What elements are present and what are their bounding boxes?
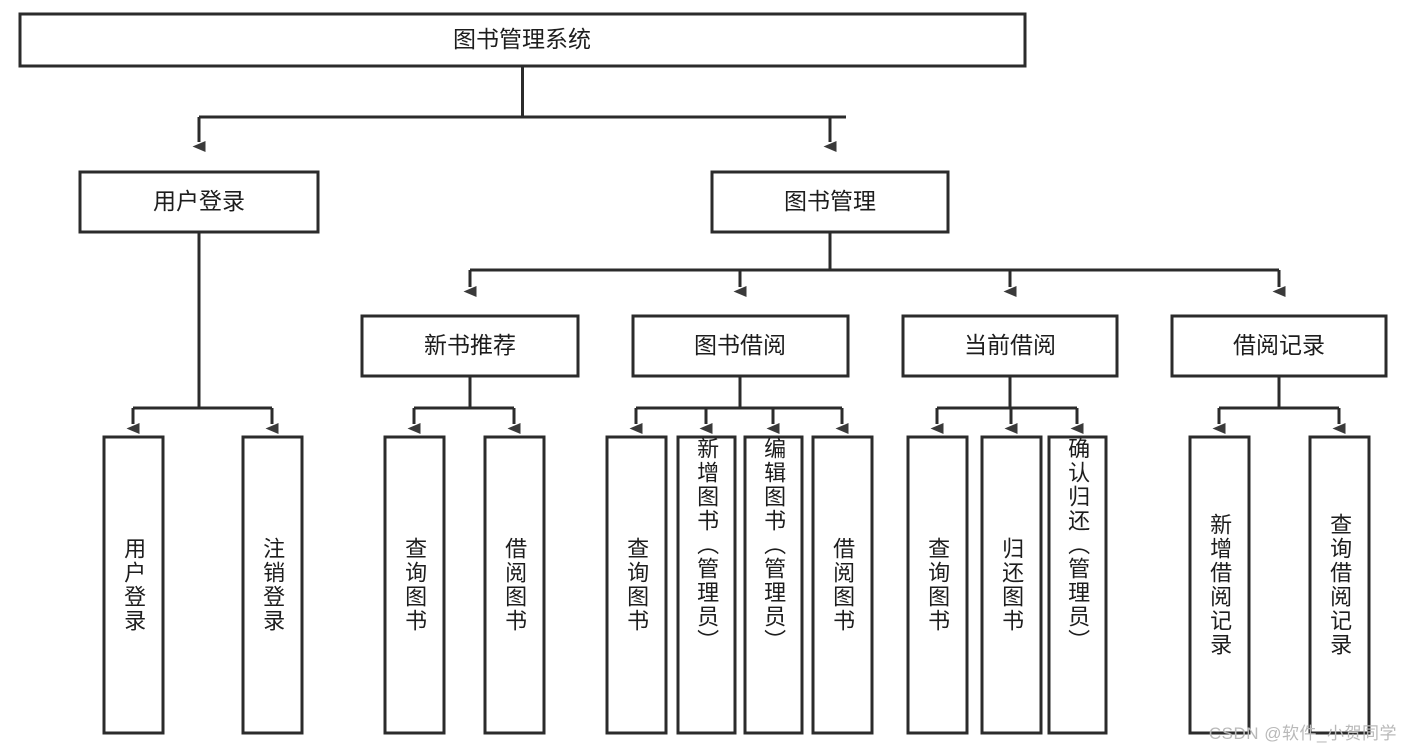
csdn-watermark: CSDN @软件_小贺同学 bbox=[1208, 724, 1397, 743]
node-current-borrow-box[interactable] bbox=[901, 314, 1119, 378]
node-user-login-box[interactable] bbox=[78, 170, 320, 234]
node-user-login-label: 用户登录 bbox=[153, 188, 245, 214]
node-borrow-record-box[interactable] bbox=[1170, 314, 1388, 378]
node-book-manage-label: 图书管理 bbox=[784, 188, 876, 214]
node-book-manage-box[interactable] bbox=[710, 170, 950, 234]
leaf-query-book-1-box[interactable] bbox=[383, 435, 446, 735]
leaf-query-book-3-box[interactable] bbox=[906, 435, 969, 735]
leaf-add-book-box[interactable] bbox=[676, 435, 737, 735]
node-root-box[interactable] bbox=[18, 12, 1027, 68]
node-root[interactable]: 图书管理系统 bbox=[18, 12, 1027, 68]
leaf-return-book-box[interactable] bbox=[980, 435, 1043, 735]
node-new-book-rec-box[interactable] bbox=[360, 314, 580, 378]
leaf-boxes bbox=[102, 435, 1371, 735]
node-book-borrow-box[interactable] bbox=[631, 314, 850, 378]
leaf-add-record-box[interactable] bbox=[1188, 435, 1251, 735]
leaf-user-logout-box[interactable] bbox=[241, 435, 304, 735]
node-current-borrow[interactable]: 当前借阅 bbox=[901, 314, 1119, 378]
node-book-borrow-label: 图书借阅 bbox=[694, 332, 786, 358]
leaf-borrow-book-1-box[interactable] bbox=[483, 435, 546, 735]
node-user-login[interactable]: 用户登录 bbox=[78, 170, 320, 234]
node-current-borrow-label: 当前借阅 bbox=[964, 332, 1056, 358]
node-book-borrow[interactable]: 图书借阅 bbox=[631, 314, 850, 378]
leaf-borrow-book-2-box[interactable] bbox=[811, 435, 874, 735]
leaf-edit-book-box[interactable] bbox=[743, 435, 804, 735]
node-new-book-rec-label: 新书推荐 bbox=[424, 332, 516, 358]
leaf-user-login-box[interactable] bbox=[102, 435, 165, 735]
node-borrow-record[interactable]: 借阅记录 bbox=[1170, 314, 1388, 378]
leaf-query-record-box[interactable] bbox=[1308, 435, 1371, 735]
node-book-manage[interactable]: 图书管理 bbox=[710, 170, 950, 234]
node-borrow-record-label: 借阅记录 bbox=[1233, 332, 1325, 358]
leaf-query-book-2-box[interactable] bbox=[605, 435, 668, 735]
connector-layer bbox=[126, 66, 1346, 434]
leaf-confirm-return-box[interactable] bbox=[1047, 435, 1108, 735]
node-root-label: 图书管理系统 bbox=[453, 26, 591, 52]
node-new-book-rec[interactable]: 新书推荐 bbox=[360, 314, 580, 378]
